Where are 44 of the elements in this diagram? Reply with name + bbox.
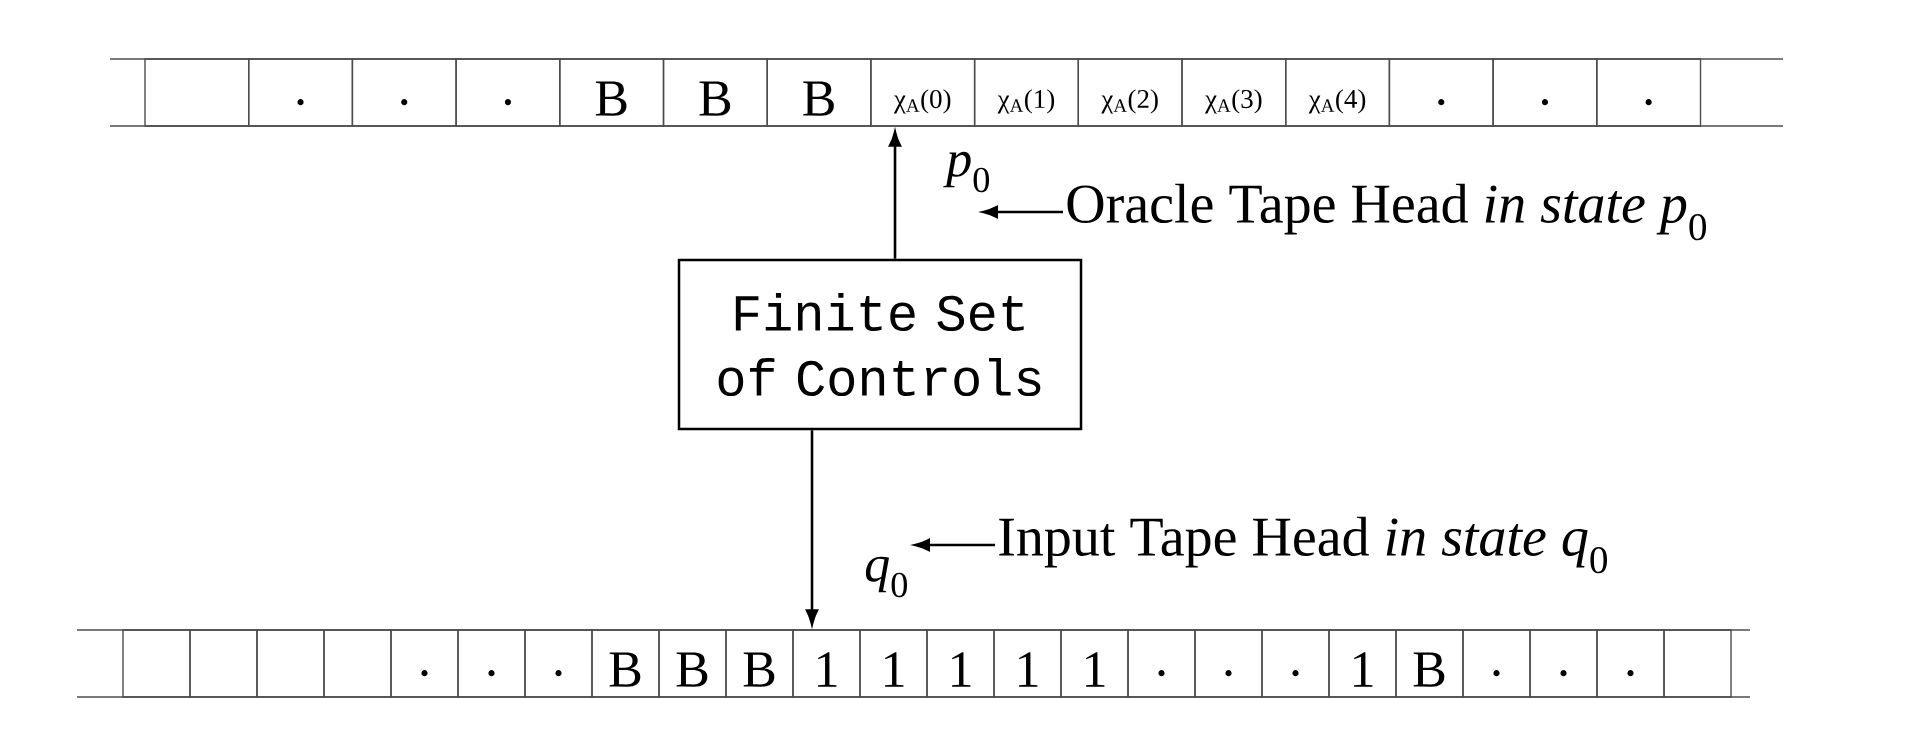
tape-cell: . bbox=[1261, 629, 1330, 698]
tape-cell: 1 bbox=[859, 629, 928, 698]
edge-label: q$_{0}$ bbox=[863, 555, 910, 599]
tape-cell: 1 bbox=[1060, 629, 1129, 698]
tape-cell bbox=[1663, 629, 1732, 698]
head-label: Oracle Tape Head in state p$_{0}$ bbox=[1067, 183, 1706, 241]
tape-cell: χ$_{A}$(1) bbox=[973, 58, 1079, 127]
tape-cell: 1 bbox=[1328, 629, 1397, 698]
tape-cell: . bbox=[390, 629, 459, 698]
tape-cell bbox=[256, 629, 325, 698]
tape-cell: B bbox=[559, 58, 665, 127]
tape-cell: χ$_{A}$(0) bbox=[870, 58, 976, 127]
control-box: Finite Set of Controls bbox=[677, 258, 1083, 431]
tape-cell bbox=[189, 629, 258, 698]
tape-cell: B bbox=[766, 58, 872, 127]
edge-label: p$_{0}$ bbox=[943, 150, 992, 194]
tape-cell: . bbox=[1492, 58, 1598, 127]
tape-cell bbox=[323, 629, 392, 698]
tape-cell: . bbox=[1462, 629, 1531, 698]
tape-cell: χ$_{A}$(2) bbox=[1077, 58, 1183, 127]
tape-cell: . bbox=[1529, 629, 1598, 698]
tape-cell: . bbox=[524, 629, 593, 698]
tape-cell: 1 bbox=[792, 629, 861, 698]
tape-cell: . bbox=[248, 58, 354, 127]
tape-cell: 1 bbox=[993, 629, 1062, 698]
tape-cell: . bbox=[455, 58, 561, 127]
tape-cell: . bbox=[1596, 58, 1702, 127]
head-label: Input Tape Head in state q$_{0}$ bbox=[999, 516, 1607, 574]
tape-cell: . bbox=[1388, 58, 1494, 127]
tape-cell: χ$_{A}$(3) bbox=[1181, 58, 1287, 127]
tape-cell: 1 bbox=[926, 629, 995, 698]
tape-cell: . bbox=[351, 58, 457, 127]
tape-cell: B bbox=[725, 629, 794, 698]
tape-cell: χ$_{A}$(4) bbox=[1285, 58, 1391, 127]
tape-cell: B bbox=[662, 58, 768, 127]
tape-cell: B bbox=[658, 629, 727, 698]
tape-cell: . bbox=[1127, 629, 1196, 698]
tape-cell: . bbox=[1194, 629, 1263, 698]
tape-cell: B bbox=[1395, 629, 1464, 698]
tape-cell: . bbox=[1596, 629, 1665, 698]
tape-cell bbox=[144, 58, 250, 127]
tape-cell: B bbox=[591, 629, 660, 698]
tape-cell bbox=[122, 629, 191, 698]
tape-cell: . bbox=[457, 629, 526, 698]
